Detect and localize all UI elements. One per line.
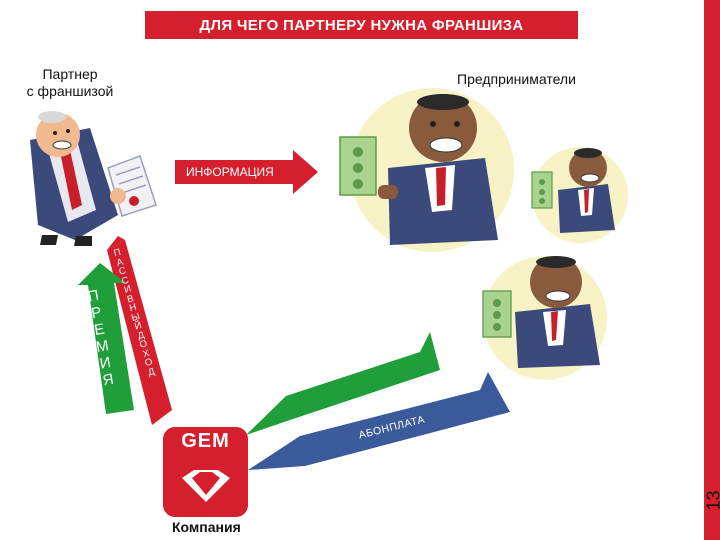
- passive-letter: Д: [146, 365, 156, 379]
- right-accent-line: [704, 0, 706, 540]
- information-arrow: [175, 150, 318, 194]
- subscription-fee-arrow: [248, 372, 510, 470]
- premium-letter: Я: [101, 370, 116, 390]
- right-accent-bar: [706, 0, 720, 540]
- company-logo: [163, 427, 248, 517]
- premium-letter: И: [98, 353, 113, 373]
- partner-label-line1: Партнер: [42, 66, 98, 82]
- premium-letter: П: [86, 286, 101, 306]
- company-label: Компания: [172, 519, 241, 535]
- partner-figure-icon: [30, 111, 118, 246]
- entrepreneurs-label: Предприниматели: [457, 71, 576, 87]
- contract-scroll-icon: [107, 155, 157, 217]
- license-fee-arrow: [246, 332, 440, 435]
- entrepreneur-small-icon: [531, 147, 628, 243]
- premium-arrow: [78, 263, 134, 414]
- premium-letter: Р: [89, 303, 103, 323]
- premium-letter: Е: [92, 320, 106, 340]
- entrepreneur-large-icon: [339, 88, 514, 252]
- slide-title: ДЛЯ ЧЕГО ПАРТНЕРУ НУЖНА ФРАНШИЗА: [145, 11, 578, 39]
- passive-income-arrow: [107, 236, 172, 425]
- information-label: ИНФОРМАЦИЯ: [186, 165, 274, 179]
- partner-label: Партнер с франшизой: [14, 66, 126, 100]
- premium-letter: М: [94, 337, 110, 356]
- partner-label-line2: с франшизой: [26, 83, 114, 99]
- entrepreneur-medium-icon: [482, 256, 607, 380]
- company-logo-text: GEM: [181, 430, 230, 452]
